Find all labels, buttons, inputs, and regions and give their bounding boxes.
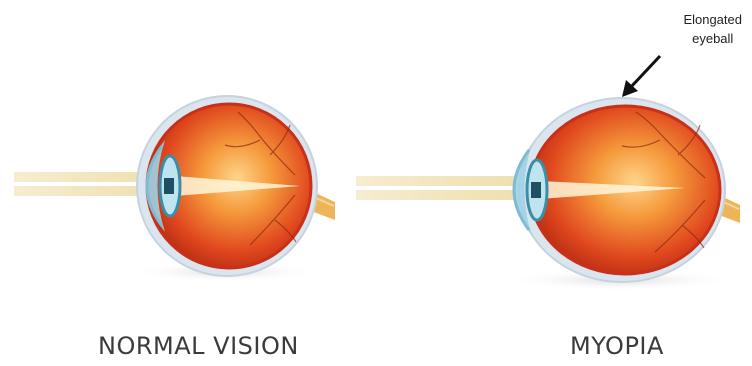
normal-eye: [14, 96, 335, 282]
light-ray: [356, 190, 516, 200]
caption-normal-vision: NORMAL VISION: [98, 332, 299, 360]
light-ray: [356, 176, 516, 186]
annotation-line1: Elongated: [683, 10, 742, 29]
annotation-arrow: [622, 56, 660, 97]
myopia-eye: [356, 98, 740, 291]
annotation-line2: eyeball: [683, 29, 742, 48]
caption-myopia: MYOPIA: [570, 332, 664, 360]
annotation-label: Elongated eyeball: [683, 10, 742, 48]
